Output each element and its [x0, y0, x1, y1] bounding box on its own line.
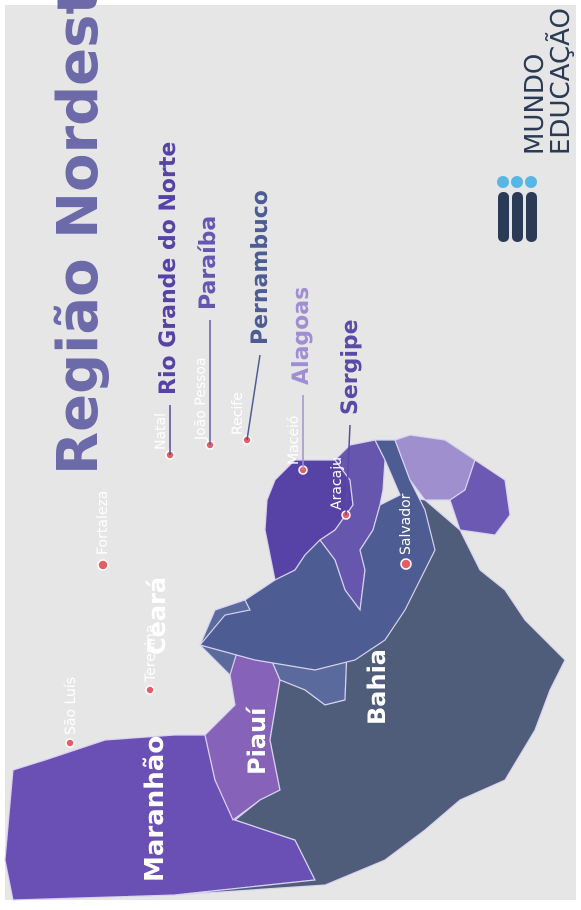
state-sergipe — [449, 459, 511, 536]
state-callout-paraiba: Paraíba — [196, 216, 221, 310]
state-label-ceara: Ceará — [143, 577, 171, 655]
capital-dot-fortaleza — [97, 559, 109, 571]
brand-line-1: MUNDO — [520, 54, 550, 155]
state-callout-sergipe: Sergipe — [338, 319, 363, 415]
capital-dot-teresina — [145, 685, 155, 695]
capital-label-salvador: Salvador — [398, 493, 414, 555]
state-callout-pernambuco: Pernambuco — [248, 190, 273, 345]
capital-label-sao-luis: São Luís — [63, 677, 79, 735]
callout-sergipe: Aracaju Sergipe — [329, 319, 363, 520]
connector-aracaju — [345, 424, 351, 516]
state-callout-alagoas: Alagoas — [289, 287, 314, 385]
callout-pernambuco: Recife Pernambuco — [230, 190, 273, 445]
page-title: Região Nordeste — [46, 0, 111, 475]
capital-label-joao-pessoa: João Pessoa — [193, 357, 209, 441]
state-label-piaui: Piauí — [243, 706, 271, 775]
state-callout-rio-grande-do-norte: Rio Grande do Norte — [156, 142, 181, 395]
states-layer — [4, 434, 566, 901]
capital-dot-salvador — [400, 558, 412, 570]
brand-line-2: EDUCAÇÃO — [544, 8, 576, 155]
brand-logo: MUNDO EDUCAÇÃO — [497, 8, 576, 242]
capital-label-maceio: Maceió — [286, 416, 302, 465]
capital-label-teresina: Teresina — [143, 625, 159, 683]
callout-rio-grande-do-norte: Natal Rio Grande do Norte — [153, 142, 181, 460]
state-pernambuco — [198, 439, 436, 671]
mundo-educacao-logo-icon — [497, 176, 537, 242]
state-label-maranhao: Maranhão — [140, 736, 170, 882]
state-label-bahia: Bahia — [363, 649, 391, 725]
capital-label-aracaju: Aracaju — [329, 457, 345, 510]
capital-dot-sao-luis — [65, 738, 75, 748]
rotated-map-group: Região Nordeste MUNDO EDUCAÇÃO — [4, 0, 576, 901]
callout-paraiba: João Pessoa Paraíba — [193, 216, 221, 450]
connector-recife — [246, 354, 261, 441]
capital-label-natal: Natal — [153, 413, 169, 450]
capital-label-recife: Recife — [230, 392, 246, 435]
callout-alagoas: Maceió Alagoas — [286, 287, 314, 475]
capital-label-fortaleza: Fortaleza — [95, 491, 111, 555]
